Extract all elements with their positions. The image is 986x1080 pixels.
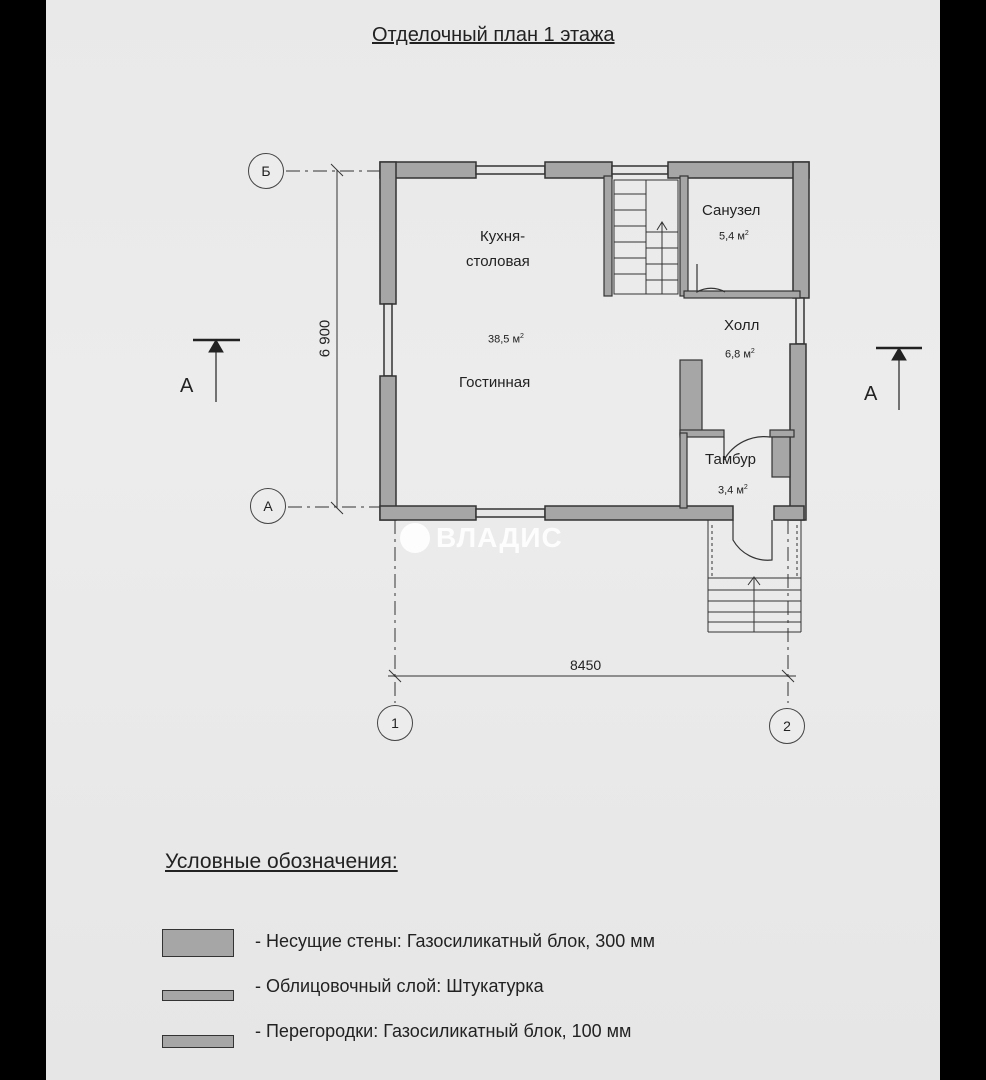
axis-bubble-a: А xyxy=(250,488,286,524)
bearing-walls xyxy=(379,161,810,521)
watermark-text: ВЛАДИС xyxy=(436,522,563,553)
legend-swatch-partition xyxy=(162,1035,234,1048)
room-hall-label: Холл xyxy=(724,317,760,334)
porch-stairs xyxy=(707,520,802,633)
section-label-left: А xyxy=(180,375,194,397)
plan-title: Отделочный план 1 этажа xyxy=(372,24,615,46)
house-icon xyxy=(400,523,430,553)
hall-area-value: 6,8 м2 xyxy=(725,348,755,361)
legend-swatch-plaster xyxy=(162,990,234,1001)
doors xyxy=(696,264,773,561)
axis-bubble-2: 2 xyxy=(769,708,805,744)
living-area-value: 38,5 м2 xyxy=(488,333,524,346)
section-label-right: А xyxy=(864,383,878,405)
room-vestibule-label: Тамбур xyxy=(705,451,756,468)
drawing-sheet xyxy=(46,0,940,1080)
axis-bubble-1: 1 xyxy=(377,705,413,741)
dimension-horizontal: 8450 xyxy=(570,657,602,673)
axis-bubble-b: Б xyxy=(248,153,284,189)
legend-item-partition: - Перегородки: Газосиликатный блок, 100 … xyxy=(255,1021,632,1041)
room-bathroom-label: Санузел xyxy=(702,202,761,219)
bathroom-area-value: 5,4 м2 xyxy=(719,230,749,243)
watermark-logo: ВЛАДИС xyxy=(400,522,563,554)
room-kitchen-label-1: Кухня- xyxy=(480,228,526,245)
section-marks xyxy=(193,338,922,410)
legend-item-bearing: - Несущие стены: Газосиликатный блок, 30… xyxy=(255,931,655,951)
dimension-vertical: 6 900 xyxy=(316,319,334,358)
legend-swatch-bearing xyxy=(162,929,234,957)
partitions xyxy=(603,175,801,509)
vestibule-area-value: 3,4 м2 xyxy=(718,484,748,497)
room-living-label: Гостинная xyxy=(459,374,531,391)
room-kitchen-label-2: столовая xyxy=(466,253,530,270)
internal-staircase xyxy=(613,179,679,295)
legend-item-plaster: - Облицовочный слой: Штукатурка xyxy=(255,976,544,996)
legend-title: Условные обозначения: xyxy=(165,850,398,873)
